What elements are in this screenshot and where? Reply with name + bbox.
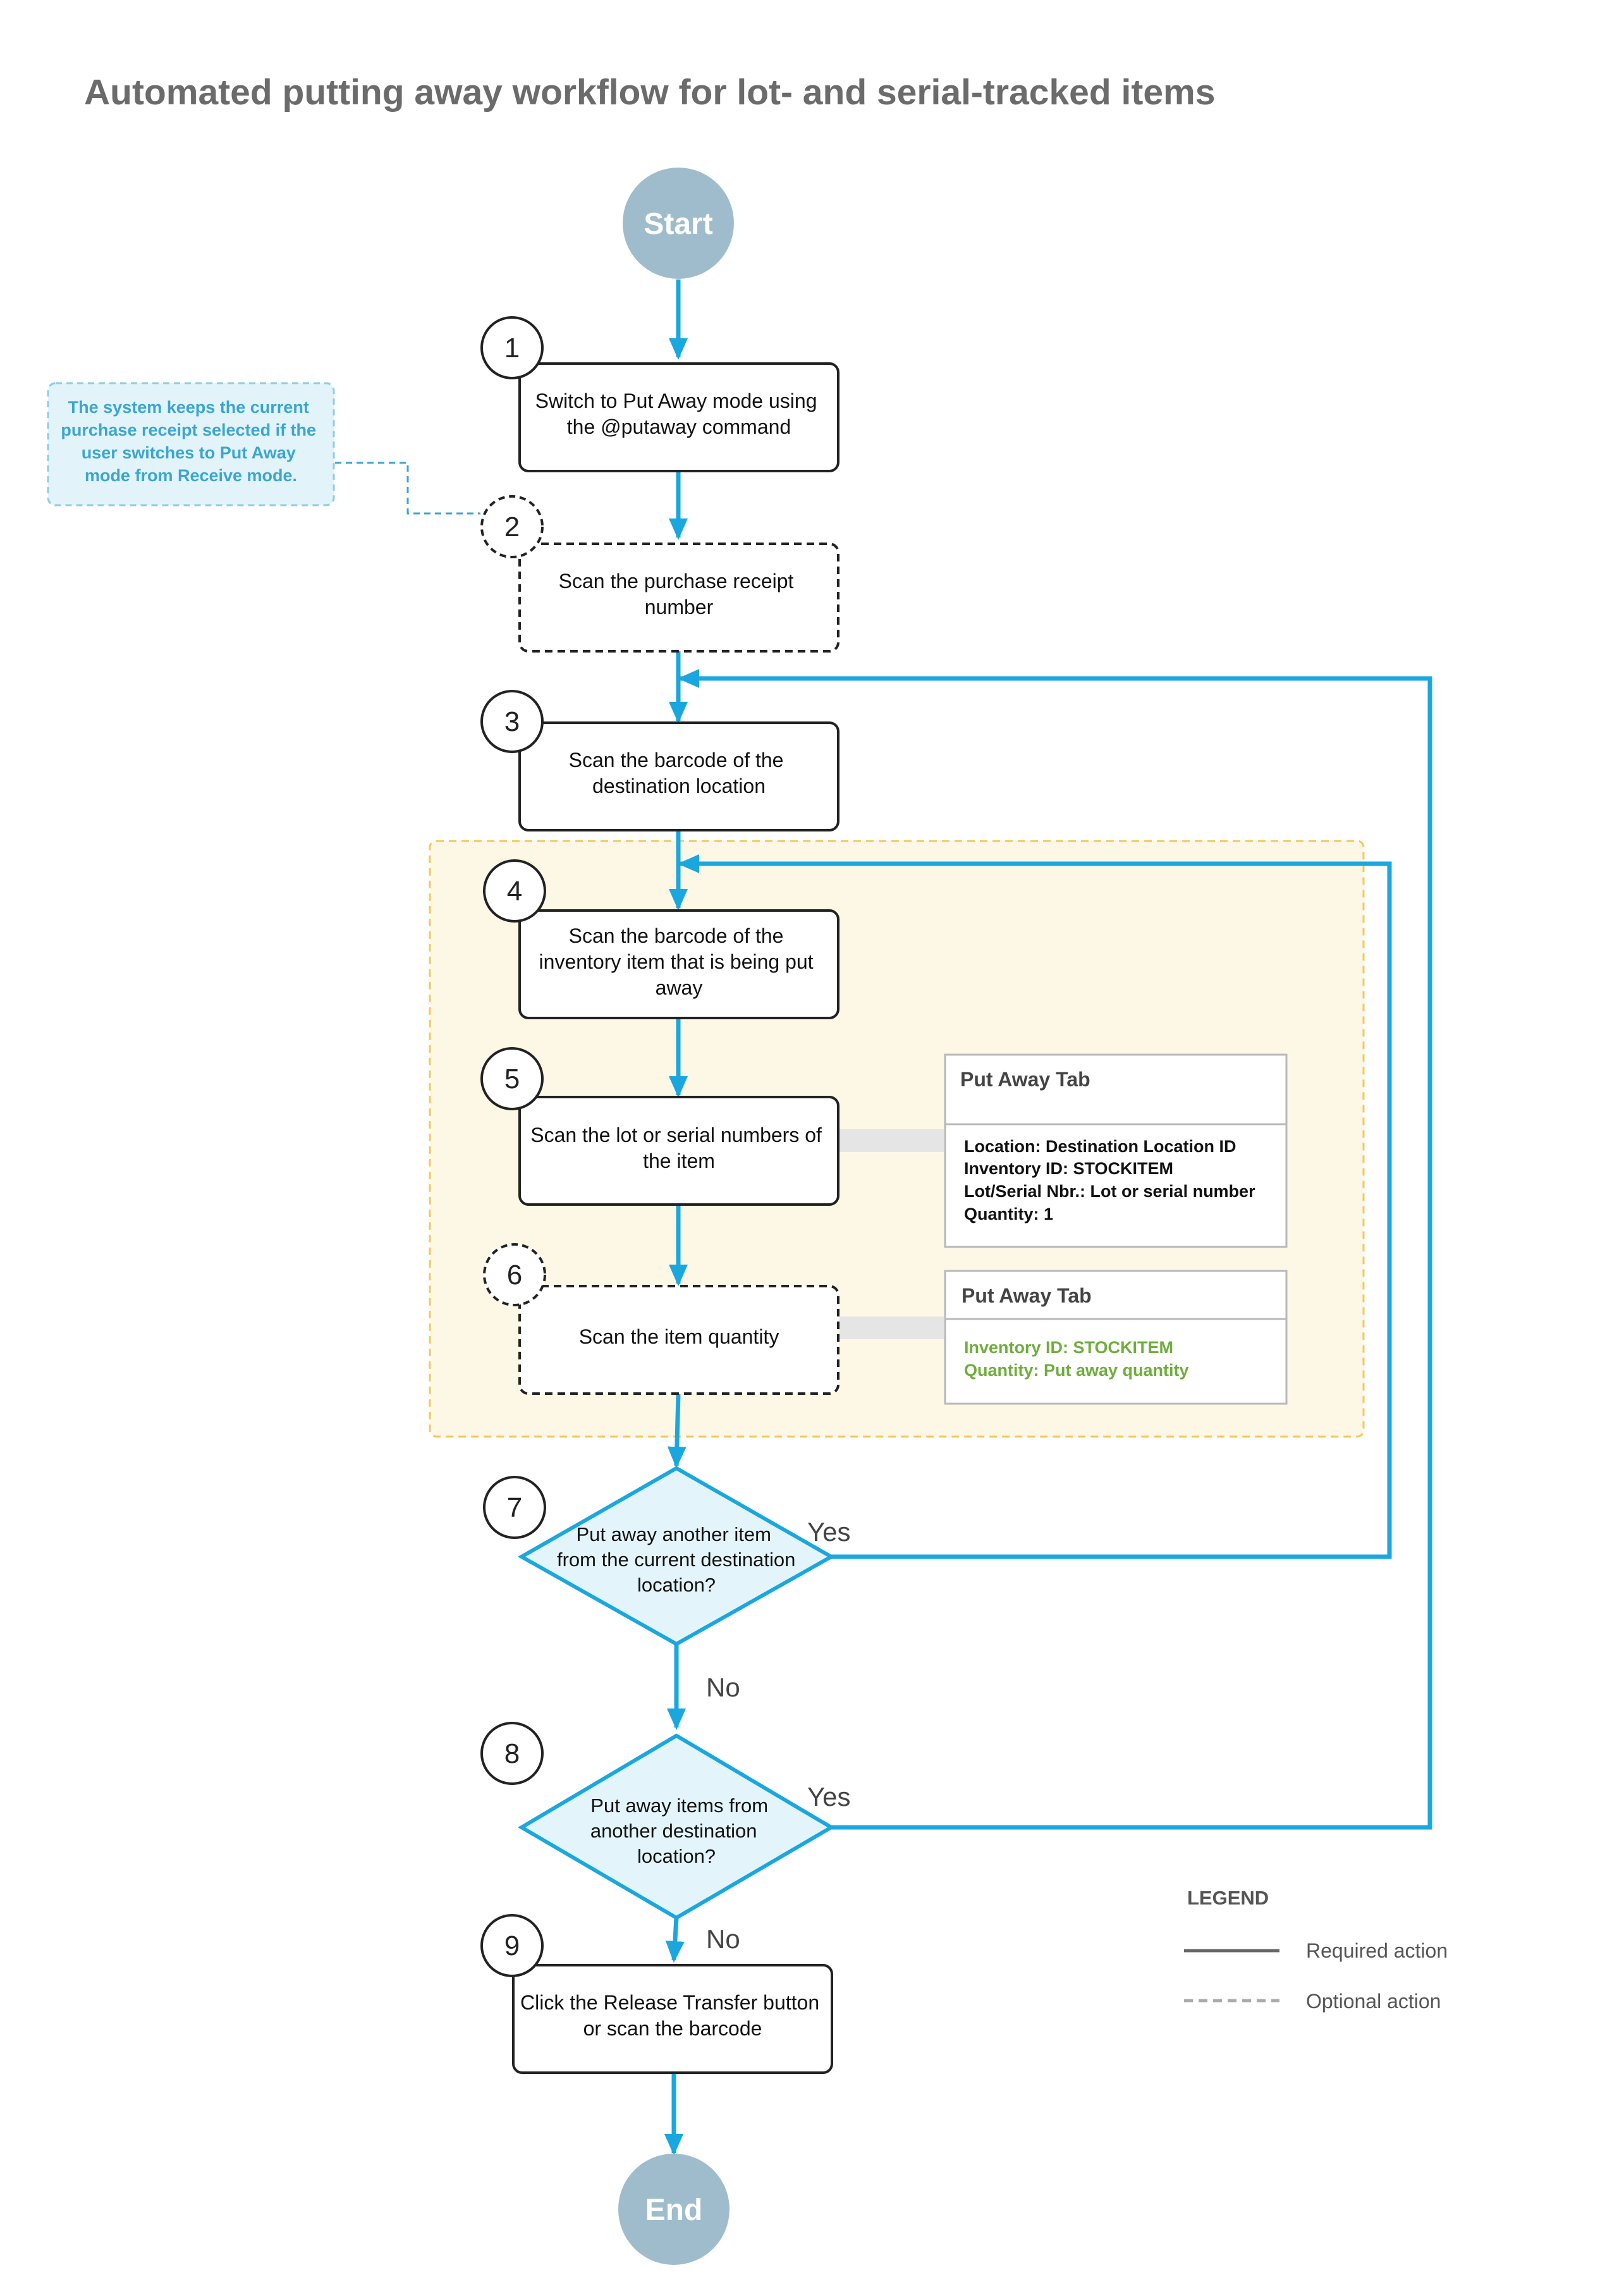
step-6-number-badge [483, 1243, 546, 1306]
arrow-7-yes-loop [678, 854, 1392, 1559]
step-9-number-badge [480, 1914, 544, 1977]
svg-text:Scan the item quantity: Scan the item quantity [579, 1325, 779, 1348]
step-1-number: 1 [504, 333, 520, 364]
start-terminal [623, 168, 734, 279]
step-9-number: 9 [504, 1930, 520, 1961]
decision-7-no-label: No [706, 1672, 740, 1702]
system-note-text: The system keeps the current purchase re… [61, 398, 321, 485]
step-2-number-badge [480, 495, 544, 558]
put-away-tab-panel-2: Put Away Tab Inventory ID: STOCKITEM Qua… [944, 1270, 1288, 1405]
step-1: Switch to Put Away mode using the @putaw… [480, 316, 839, 472]
step-3: Scan the barcode of the destination loca… [480, 690, 839, 831]
panel-connector-5 [839, 1129, 944, 1152]
step-5-number-badge [480, 1047, 544, 1110]
arrow-6-to-7 [667, 1394, 687, 1468]
panel-connector-6 [839, 1316, 944, 1339]
end-terminal [618, 2154, 730, 2265]
decision-8-number-badge [480, 1722, 544, 1785]
system-note [47, 382, 335, 506]
step-5-number: 5 [504, 1064, 520, 1095]
svg-text:Scan the purchase receipt: Scan the purchase receipt number [559, 570, 800, 618]
decision-8-yes-label: Yes [807, 1782, 851, 1812]
svg-text:Scan the barcode of the: Scan the barcode of the inventory item t… [539, 924, 819, 999]
note-connector [335, 462, 480, 515]
put-away-tab-panel-1: Put Away Tab Location: Destination Locat… [944, 1053, 1288, 1248]
end-label: End [645, 2193, 703, 2227]
legend-optional-label: Optional action [1306, 1990, 1441, 2013]
legend: LEGEND Required action Optional action [1184, 1887, 1448, 2013]
step-3-number: 3 [504, 706, 520, 737]
panel-2-header: Put Away Tab [962, 1284, 1092, 1307]
panel-1-header: Put Away Tab [960, 1068, 1090, 1091]
arrow-8-yes-loop [678, 669, 1432, 1830]
legend-required-label: Required action [1306, 1939, 1448, 1962]
decision-8: Put away items from another destination … [480, 1722, 835, 1920]
legend-title: LEGEND [1187, 1887, 1269, 1909]
svg-text:Put away items from anot: Put away items from another destination … [590, 1794, 774, 1867]
svg-text:Scan the lot or serial numbers: Scan the lot or serial numbers of the it… [530, 1124, 827, 1172]
panel-1-fields: Location: Destination Location ID Invent… [964, 1137, 1260, 1224]
step-4-number: 4 [507, 876, 522, 907]
decision-8-number: 8 [504, 1738, 520, 1769]
flow-connectors [664, 279, 1432, 2156]
start-label: Start [644, 207, 712, 241]
step-5: Scan the lot or serial numbers of the it… [480, 1047, 839, 1206]
step-6-number: 6 [507, 1260, 522, 1291]
step-2-number: 2 [504, 512, 520, 543]
svg-text:Scan the barcode of the: Scan the barcode of the destination loca… [569, 749, 790, 797]
decision-7: Put away another item from the current d… [483, 1466, 836, 1647]
panel-2-fields: Inventory ID: STOCKITEM Quantity: Put aw… [964, 1338, 1189, 1380]
step-6: Scan the item quantity 6 [483, 1243, 839, 1395]
diagram-title: Automated putting away workflow for lot-… [84, 72, 1215, 113]
step-1-number-badge [480, 316, 544, 379]
step-4: Scan the barcode of the inventory item t… [483, 859, 839, 1019]
step-3-number-badge [480, 690, 544, 753]
arrow-8-to-9 [665, 1917, 685, 1963]
svg-text:Put away another item fr: Put away another item from the current d… [557, 1523, 801, 1596]
decision-8-no-label: No [706, 1924, 740, 1954]
step-4-number-badge [483, 859, 546, 923]
step-9: Click the Release Transfer button or sca… [480, 1914, 833, 2074]
svg-text:Click the Release Transfer but: Click the Release Transfer button or sca… [520, 1991, 825, 2040]
step-2: Scan the purchase receipt number 2 [480, 495, 839, 653]
svg-text:Switch to Put Away mode using: Switch to Put Away mode using the @putaw… [535, 389, 823, 438]
decision-7-yes-label: Yes [807, 1517, 851, 1547]
decision-7-number-badge [483, 1476, 546, 1539]
decision-7-number: 7 [507, 1492, 522, 1523]
